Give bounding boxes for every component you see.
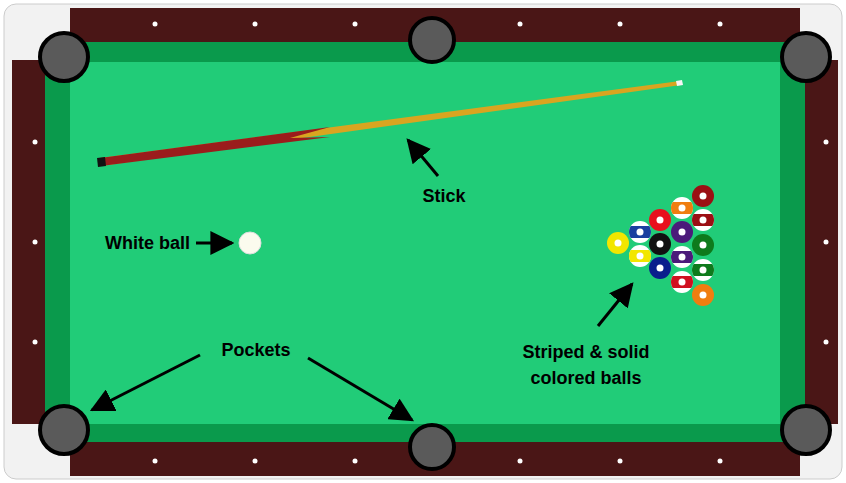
- pool-ball: [649, 233, 671, 255]
- pool-ball: [692, 259, 714, 281]
- pool-ball: [671, 271, 693, 293]
- pool-ball: [629, 245, 651, 267]
- callout-label: Pockets: [221, 337, 290, 363]
- pool-ball: [649, 257, 671, 279]
- pool-ball: [671, 197, 693, 219]
- pool-ball: [649, 209, 671, 231]
- pool-ball: [692, 284, 714, 306]
- pool-ball: [692, 234, 714, 256]
- pool-ball: [692, 185, 714, 207]
- callout-label: Stick: [422, 183, 465, 209]
- pool-ball: [671, 221, 693, 243]
- pool-ball: [692, 209, 714, 231]
- pool-ball: [629, 221, 651, 243]
- callout-label: White ball: [105, 230, 190, 256]
- callout-label: Striped & solid colored balls: [506, 339, 666, 391]
- pool-ball: [607, 232, 629, 254]
- pool-ball: [671, 246, 693, 268]
